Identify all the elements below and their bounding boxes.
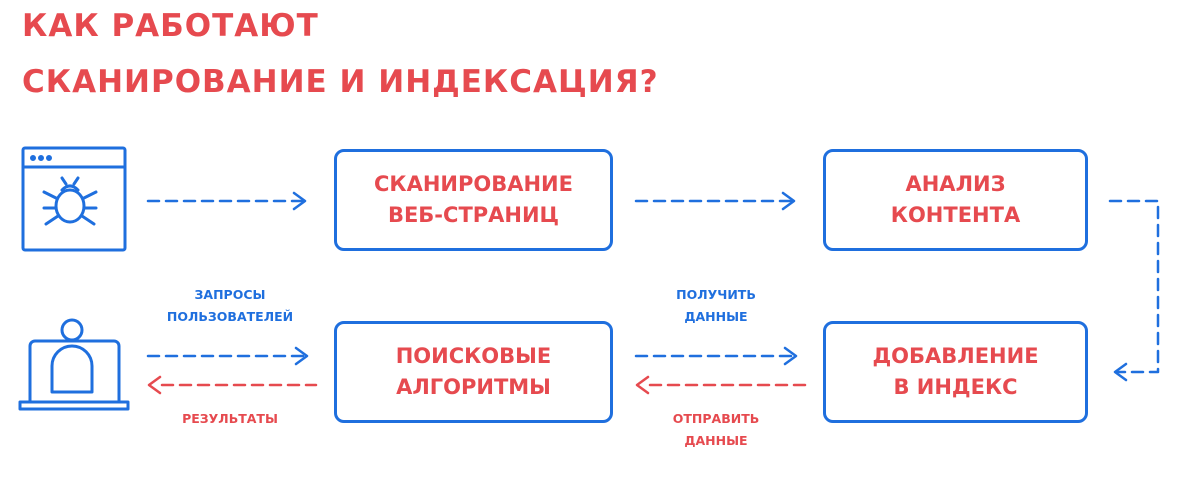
label-send-data-line-2: ДАННЫЕ — [684, 433, 748, 448]
node-analyze-line-1: АНАЛИЗ — [905, 172, 1006, 196]
node-search-algorithms: ПОИСКОВЫЕ АЛГОРИТМЫ — [334, 321, 613, 423]
browser-bug-icon — [21, 146, 127, 252]
node-crawl-line-1: СКАНИРОВАНИЕ — [374, 172, 573, 196]
arrow-browser-to-crawl — [146, 191, 307, 211]
label-results: РЕЗУЛЬТАТЫ — [150, 408, 310, 430]
node-analyze-line-2: КОНТЕНТА — [890, 203, 1021, 227]
node-index-line-1: ДОБАВЛЕНИЕ — [872, 344, 1039, 368]
arrow-analyze-to-index — [1108, 199, 1160, 382]
node-analyze-content: АНАЛИЗ КОНТЕНТА — [823, 149, 1088, 251]
arrow-results — [147, 375, 318, 395]
label-get-data-line-2: ДАННЫЕ — [684, 309, 748, 324]
arrow-send-data — [635, 375, 808, 395]
node-add-to-index: ДОБАВЛЕНИЕ В ИНДЕКС — [823, 321, 1088, 423]
label-queries-line-2: ПОЛЬЗОВАТЕЛЕЙ — [166, 309, 294, 324]
label-user-queries: ЗАПРОСЫ ПОЛЬЗОВАТЕЛЕЙ — [150, 284, 310, 328]
label-results-text: РЕЗУЛЬТАТЫ — [182, 411, 278, 426]
laptop-user-icon — [18, 318, 130, 411]
node-search-line-1: ПОИСКОВЫЕ — [395, 344, 552, 368]
label-send-data: ОТПРАВИТЬ ДАННЫЕ — [636, 408, 796, 452]
node-index-line-2: В ИНДЕКС — [893, 375, 1018, 399]
arrow-get-data — [634, 346, 798, 366]
label-get-data: ПОЛУЧИТЬ ДАННЫЕ — [636, 284, 796, 328]
label-send-data-line-1: ОТПРАВИТЬ — [672, 411, 760, 426]
node-crawl-pages: СКАНИРОВАНИЕ ВЕБ-СТРАНИЦ — [334, 149, 613, 251]
label-get-data-line-1: ПОЛУЧИТЬ — [676, 287, 756, 302]
page-title-line-2: СКАНИРОВАНИЕ И ИНДЕКСАЦИЯ? — [22, 64, 659, 100]
arrow-crawl-to-analyze — [634, 191, 796, 211]
node-crawl-line-2: ВЕБ-СТРАНИЦ — [387, 203, 560, 227]
page-title-line-1: КАК РАБОТАЮТ — [22, 8, 319, 44]
arrow-queries — [146, 346, 309, 366]
node-search-line-2: АЛГОРИТМЫ — [396, 375, 551, 399]
label-queries-line-1: ЗАПРОСЫ — [194, 287, 266, 302]
